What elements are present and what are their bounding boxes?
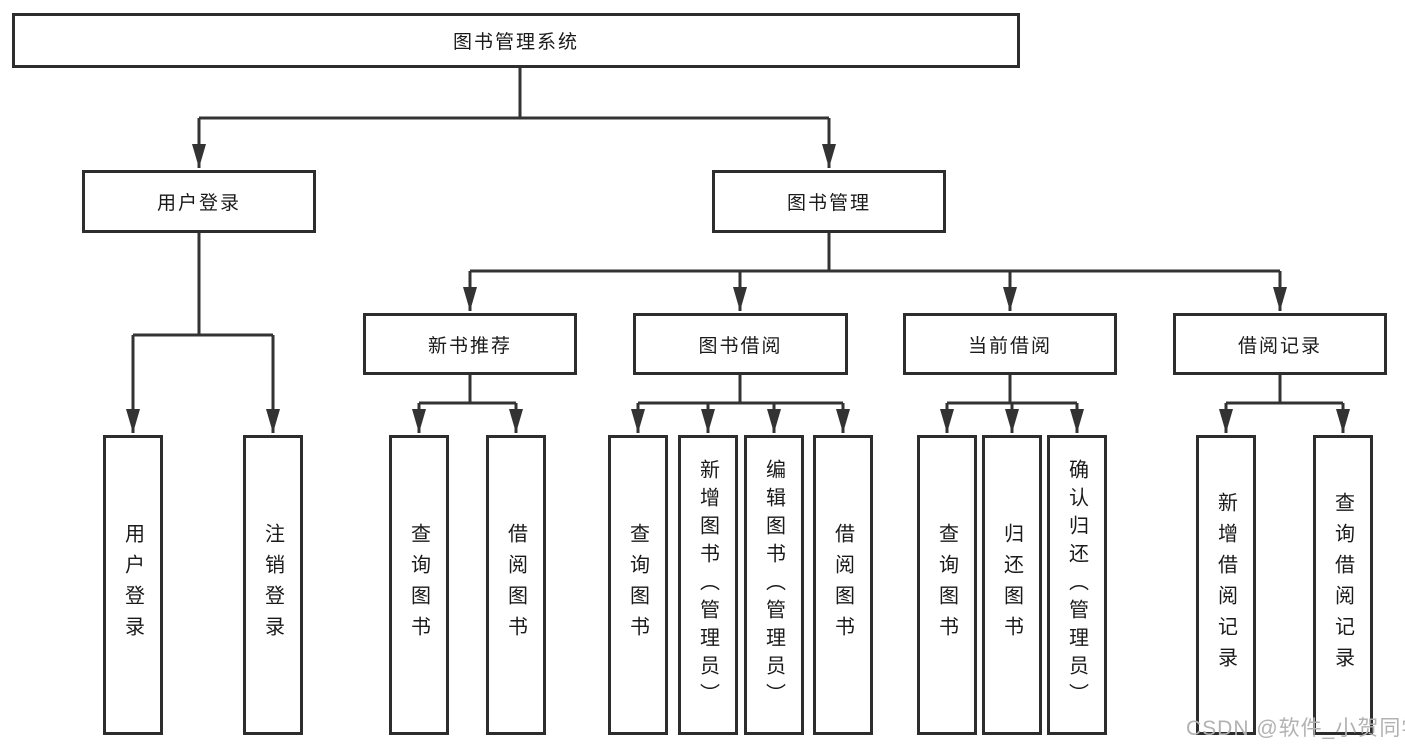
- leaf-user-login: 用户登录: [103, 435, 163, 735]
- leaf-borrowing-borrow-book: 借阅图书: [813, 435, 873, 735]
- leaf-newbook-borrow-book: 借阅图书: [486, 435, 546, 735]
- leaf-current-return-book: 归还图书: [982, 435, 1042, 735]
- leaf-current-query-book: 查询图书: [917, 435, 977, 735]
- node-user-login: 用户登录: [82, 170, 316, 233]
- node-current-borrowing: 当前借阅: [903, 313, 1117, 375]
- connector-book-mgmt-to-level3: [463, 233, 1287, 311]
- leaf-borrowing-add-book-admin: 新增图书（管理员）: [678, 435, 738, 735]
- leaf-records-add-borrow-record: 新增借阅记录: [1196, 435, 1256, 735]
- node-book-management: 图书管理: [712, 170, 946, 233]
- leaf-logout: 注销登录: [243, 435, 303, 735]
- leaf-borrowing-edit-book-admin: 编辑图书（管理员）: [744, 435, 804, 735]
- leaf-current-confirm-return-admin: 确认归还（管理员）: [1047, 435, 1107, 735]
- node-book-borrowing: 图书借阅: [633, 313, 848, 375]
- connector-user-login-branch: [126, 233, 280, 433]
- leaf-records-query-borrow-record: 查询借阅记录: [1313, 435, 1373, 735]
- connector-current-borrow-branch: [940, 375, 1084, 433]
- leaf-newbook-query-book: 查询图书: [389, 435, 449, 735]
- connector-borrow-record-branch: [1219, 375, 1350, 433]
- connector-root-to-level2: [192, 68, 836, 168]
- connector-new-book-branch: [412, 375, 523, 433]
- node-new-book-recommend: 新书推荐: [363, 313, 577, 375]
- connector-book-borrow-branch: [631, 375, 850, 433]
- leaf-borrowing-query-book: 查询图书: [608, 435, 668, 735]
- watermark-text: CSDN @软件_小贺同学: [1186, 717, 1405, 740]
- node-borrow-records: 借阅记录: [1173, 313, 1387, 375]
- node-root-system: 图书管理系统: [12, 13, 1020, 68]
